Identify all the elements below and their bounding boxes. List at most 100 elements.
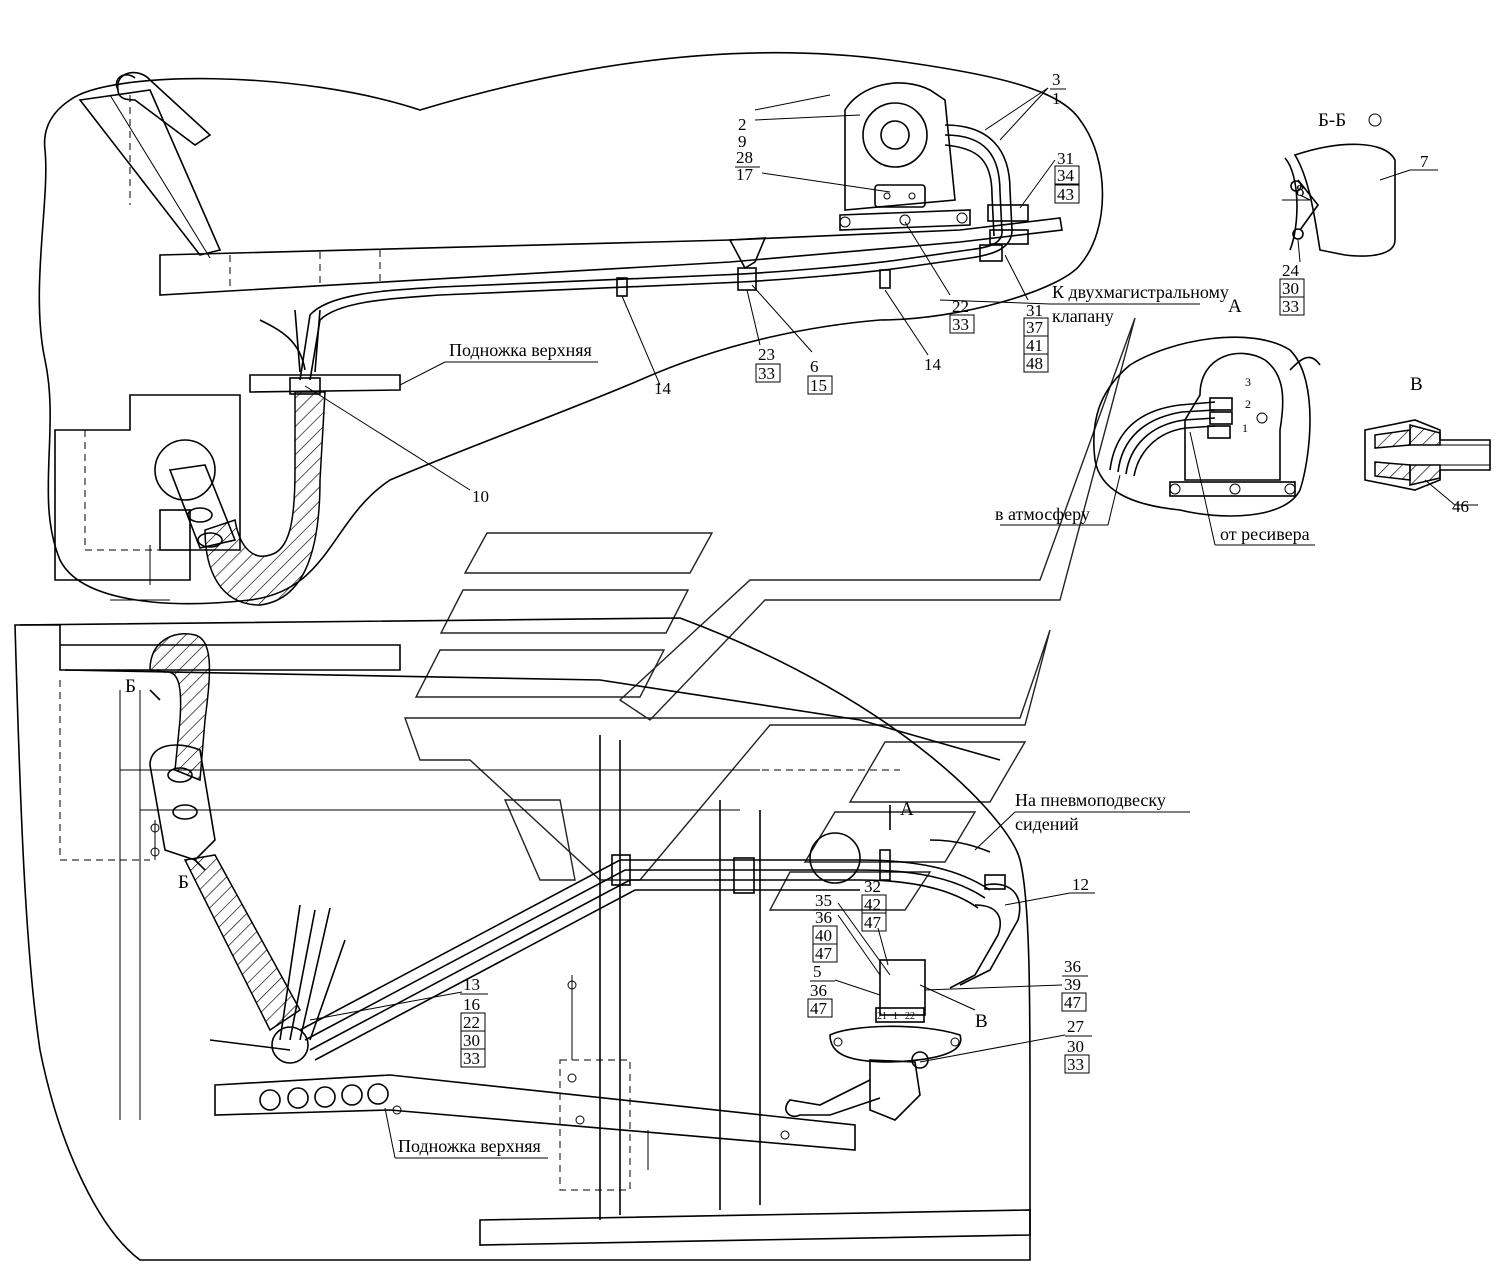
lever-handle <box>117 71 212 146</box>
watermark-logo <box>404 317 1136 911</box>
callout-33d: 33 <box>1067 1055 1084 1074</box>
view-v: В 46 <box>1364 374 1491 516</box>
callout-1: 1 <box>1052 89 1061 108</box>
callout-33c: 33 <box>1282 297 1299 316</box>
callout-2: 2 <box>738 115 747 134</box>
callout-36b: 36 <box>810 981 827 1000</box>
fitting-section <box>1364 419 1491 491</box>
section-mark-b-top: Б <box>125 676 136 697</box>
callout-12: 12 <box>1072 875 1089 894</box>
top-view-callouts: 2 9 28 17 3 1 31 34 43 22 33 31 37 41 48… <box>304 70 1233 506</box>
callout-47c: 47 <box>810 999 828 1018</box>
section-panel <box>1293 143 1396 257</box>
pipe-clip-lower <box>733 857 755 894</box>
callout-39: 39 <box>1064 975 1081 994</box>
callout-40: 40 <box>815 926 832 945</box>
valve-plate <box>874 184 926 208</box>
callout-36a: 36 <box>815 908 832 927</box>
pipe-tie <box>879 269 891 289</box>
bottom-view-callouts: На пневмоподвеску сидений 12 32 42 47 35… <box>309 790 1190 1159</box>
callout-42: 42 <box>864 895 881 914</box>
bottom-view-outline <box>14 617 1031 1261</box>
view-mark-a: А <box>900 799 914 820</box>
valve-port-22: 22 <box>905 1011 915 1022</box>
callout-24: 24 <box>1282 261 1300 280</box>
port-1: 1 <box>1242 421 1248 435</box>
callout-47a: 47 <box>864 913 882 932</box>
callout-31a: 31 <box>1057 149 1074 168</box>
pipe-clamp <box>987 204 1029 222</box>
valve-port-1: 1 <box>893 1011 898 1022</box>
callout-30b: 30 <box>1067 1037 1084 1056</box>
pipe-tie-lower <box>879 849 891 881</box>
section-mark-b-bottom: Б <box>178 872 189 893</box>
valve-port-block <box>875 1007 925 1023</box>
cab-pillar <box>78 89 222 256</box>
section-bb: Б-Б 7 8 24 30 33 <box>1279 110 1438 316</box>
callout-28: 28 <box>736 148 753 167</box>
callout-22: 22 <box>952 297 969 316</box>
label-seat-suspension: На пневмоподвеску сидений <box>1015 790 1170 834</box>
air-hose-hatched-lower <box>149 633 211 782</box>
label-upper-step-top: Подножка верхняя <box>449 340 592 360</box>
callout-37: 37 <box>1026 318 1044 337</box>
callout-33e: 33 <box>463 1049 480 1068</box>
label-to-dual-valve: К двухмагистральному клапану <box>1052 282 1233 326</box>
callout-34: 34 <box>1057 166 1075 185</box>
callout-47b: 47 <box>815 944 833 963</box>
floor-beam <box>159 217 1063 296</box>
callout-10: 10 <box>472 487 489 506</box>
callout-22b: 22 <box>463 1013 480 1032</box>
callout-3: 3 <box>1052 70 1061 89</box>
air-pipe-main <box>309 124 1013 381</box>
callout-14-left: 14 <box>654 379 672 398</box>
callout-27: 27 <box>1067 1017 1085 1036</box>
callout-48: 48 <box>1026 354 1043 373</box>
callout-47d: 47 <box>1064 993 1082 1012</box>
air-hose-hatched <box>204 391 326 606</box>
top-view <box>38 51 1104 606</box>
callout-16: 16 <box>463 995 480 1014</box>
valve-port-21: 21 <box>877 1011 887 1022</box>
crane-valve-body <box>844 82 956 211</box>
view-a-title: А <box>1228 296 1242 317</box>
port-2: 2 <box>1245 397 1251 411</box>
callout-35: 35 <box>815 891 832 910</box>
crane-valve-cap <box>862 102 928 168</box>
valve-flange-lower <box>829 1025 962 1063</box>
callout-33a: 33 <box>952 315 969 334</box>
callout-13: 13 <box>463 975 480 994</box>
top-view-outline <box>38 51 1104 605</box>
callout-23: 23 <box>758 345 775 364</box>
cab-rear-structure <box>54 394 241 581</box>
callout-33b: 33 <box>758 364 775 383</box>
callout-9: 9 <box>738 132 747 151</box>
callout-6: 6 <box>810 357 819 376</box>
callout-43: 43 <box>1057 185 1074 204</box>
view-a: А 3 2 1 в атмосферу от ресивера <box>995 296 1321 546</box>
callout-17: 17 <box>736 165 754 184</box>
port-3: 3 <box>1245 375 1251 389</box>
view-mark-v: В <box>975 1011 988 1032</box>
hose-bracket <box>168 464 237 549</box>
bottom-view: Б Б 21 1 22 <box>14 617 1031 1261</box>
callout-5: 5 <box>813 962 822 981</box>
pipe-clip-lower <box>611 854 631 886</box>
upper-step <box>249 374 401 393</box>
label-from-receiver: от ресивера <box>1220 524 1310 544</box>
label-to-atmosphere: в атмосферу <box>995 504 1090 524</box>
callout-32: 32 <box>864 877 881 896</box>
section-bracket <box>1297 179 1320 231</box>
pipe-access-hole <box>809 832 861 884</box>
lower-bracket <box>149 744 216 861</box>
view-a-outline <box>1092 336 1311 517</box>
section-bb-title: Б-Б <box>1318 110 1346 131</box>
cable-grommet <box>271 1026 309 1064</box>
view-a-valve <box>1184 352 1284 481</box>
callout-8: 8 <box>1296 181 1305 200</box>
callout-30a: 30 <box>1282 279 1299 298</box>
label-upper-step-bottom: Подножка верхняя <box>398 1136 541 1156</box>
view-a-flange <box>1169 481 1296 497</box>
